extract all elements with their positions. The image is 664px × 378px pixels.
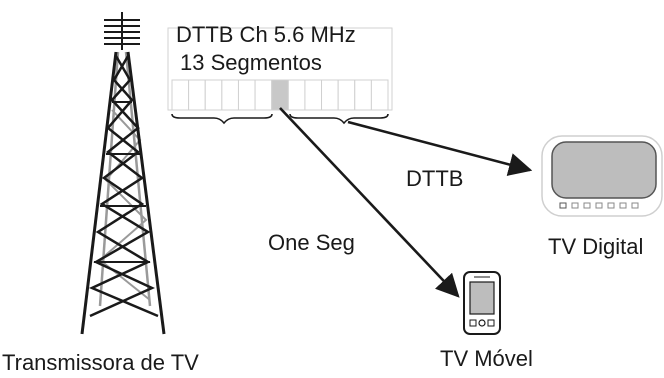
right-brace — [289, 113, 389, 125]
channel-spectrum — [167, 27, 393, 125]
segment — [287, 79, 306, 111]
segment — [188, 79, 206, 111]
segment — [171, 79, 190, 111]
tv-digital-label: TV Digital — [548, 234, 644, 259]
segment — [337, 79, 356, 111]
tower-label: Transmissora de TV — [2, 350, 199, 375]
oneseg-label: One Seg — [268, 230, 355, 255]
segment — [321, 79, 339, 111]
transmission-tower-icon — [80, 12, 166, 335]
channel-title: DTTB Ch 5.6 MHz — [176, 22, 356, 47]
segment-row — [171, 79, 389, 111]
segment — [221, 79, 239, 111]
segment — [370, 79, 389, 111]
channel-subtitle: 13 Segmentos — [180, 50, 322, 75]
tv-movel-label: TV Móvel — [440, 346, 533, 371]
oneseg-arrow — [279, 107, 460, 298]
tv-movel-icon — [463, 271, 501, 335]
dttb-arrow — [347, 120, 533, 176]
tv-digital-icon — [541, 135, 663, 217]
dttb-label: DTTB — [406, 166, 464, 191]
segment-oneseg — [271, 79, 289, 111]
segment — [354, 79, 372, 111]
segment — [304, 79, 323, 111]
segment — [204, 79, 223, 111]
left-brace — [171, 113, 273, 125]
segment — [254, 79, 273, 111]
segment — [237, 79, 256, 111]
